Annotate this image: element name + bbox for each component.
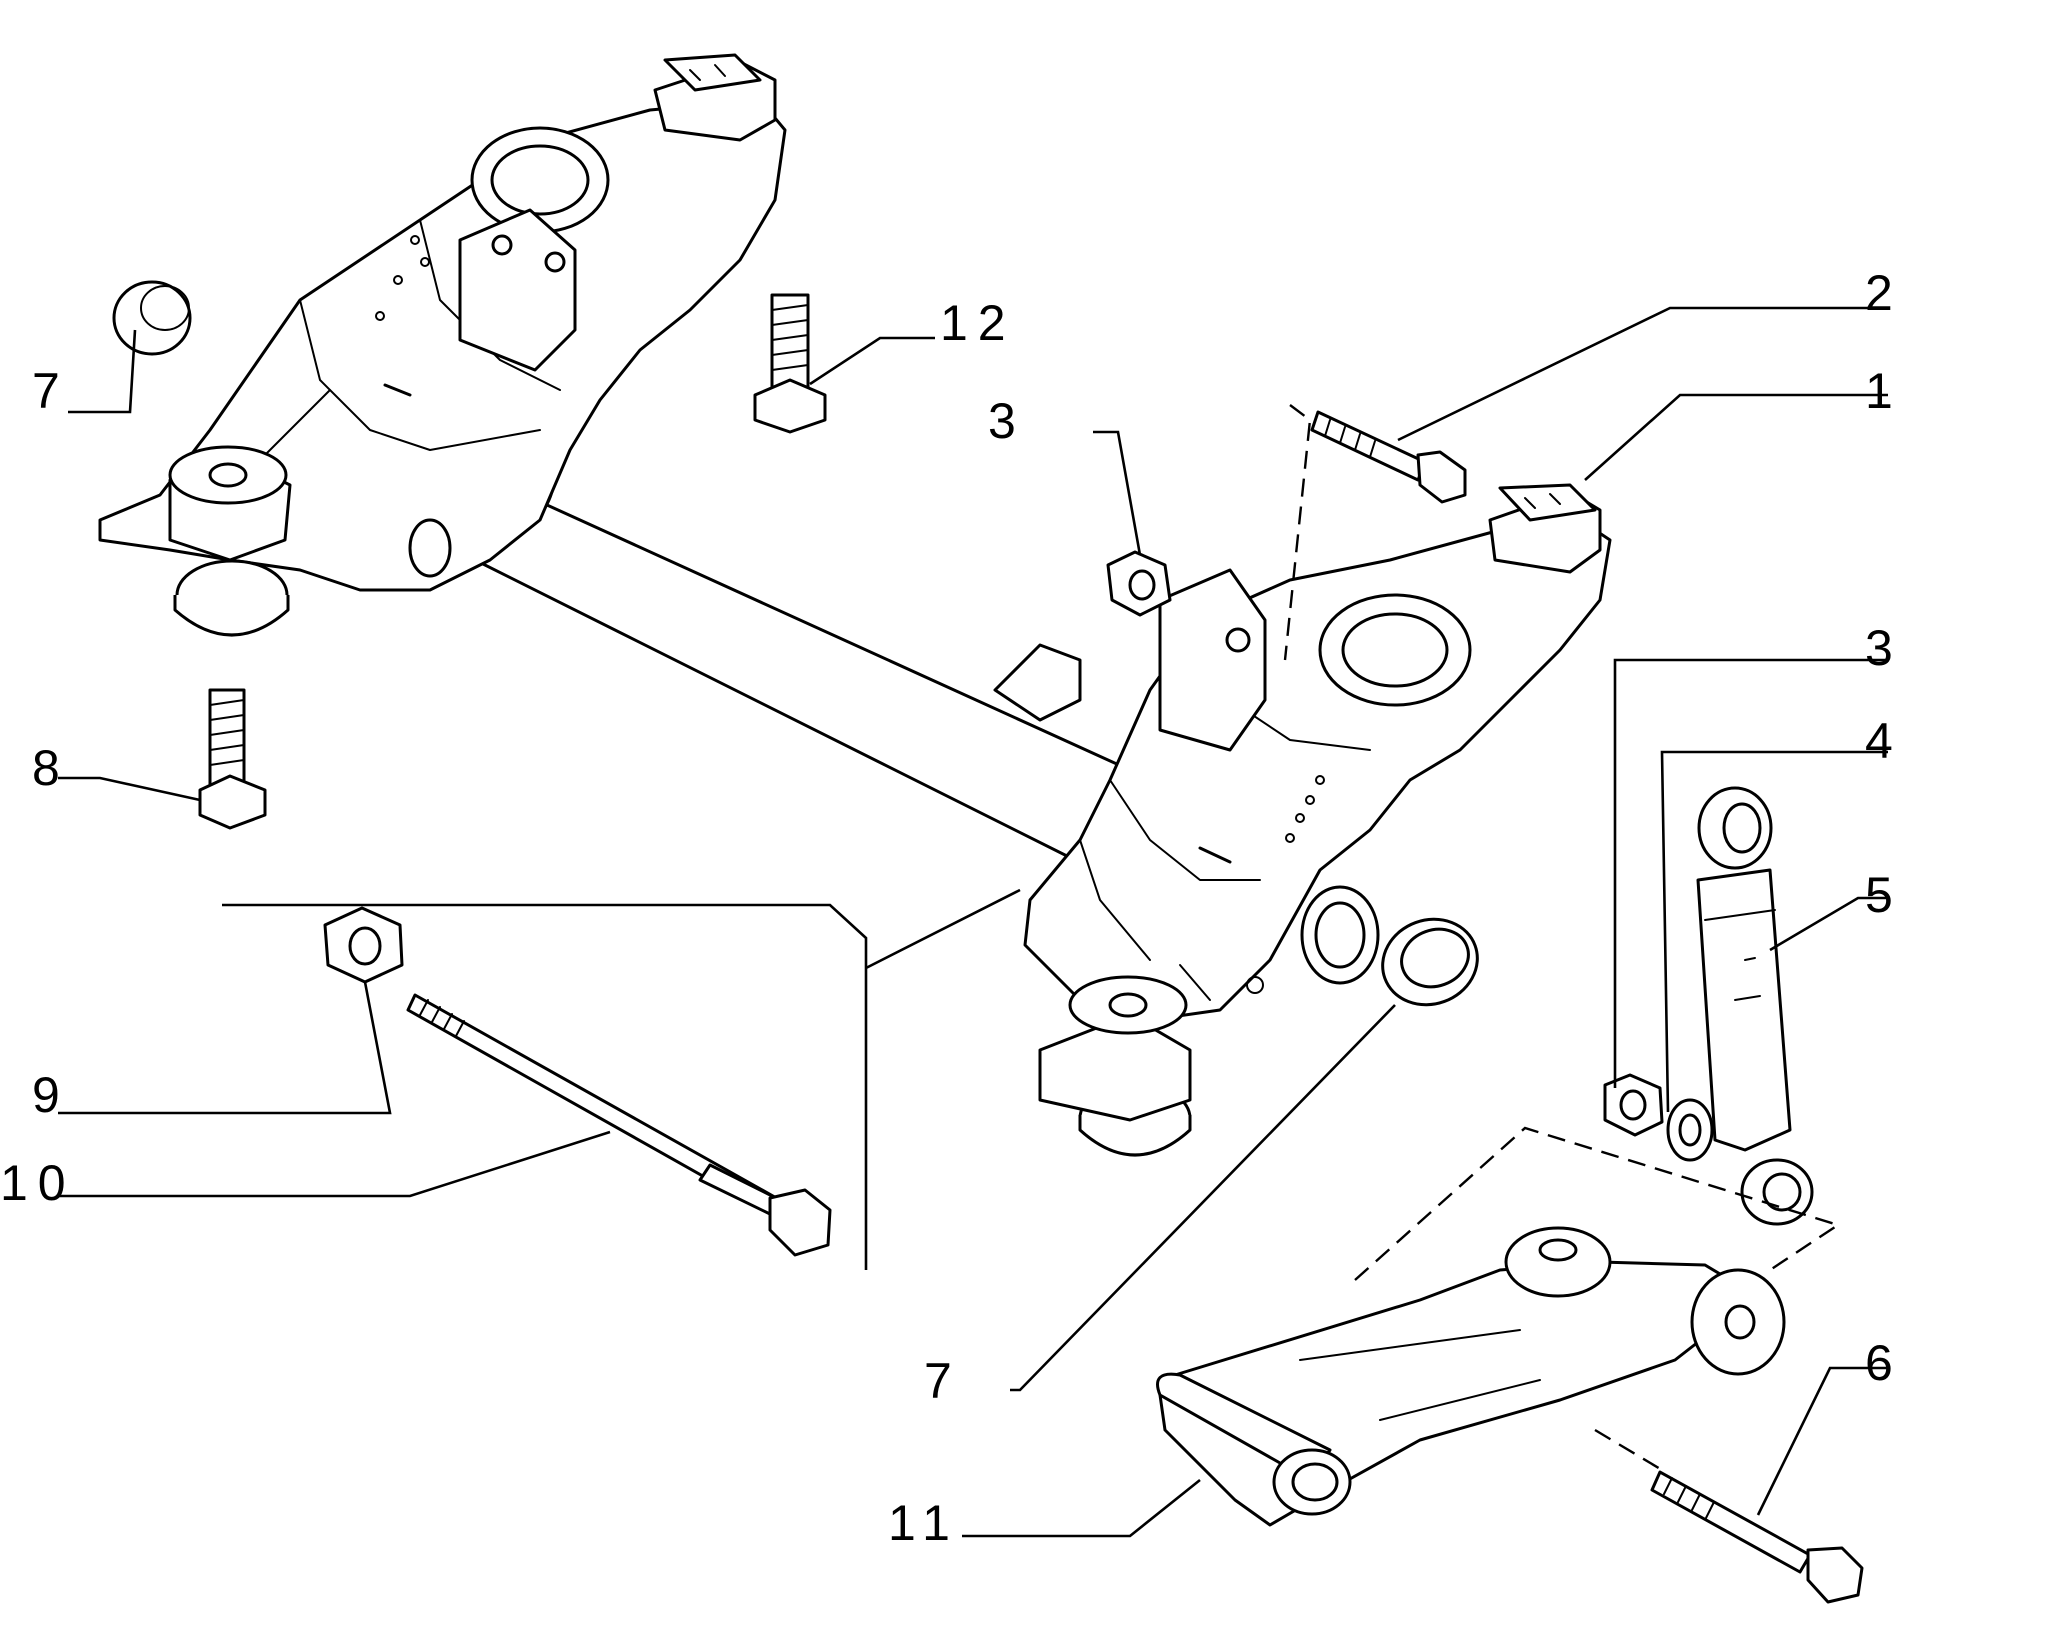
callout-3-lower: 3 [1865, 620, 1903, 676]
assembly-dash-arm [1354, 1126, 1841, 1281]
assembly-bracket-line [222, 888, 1021, 1270]
nut-part-3-lower [1603, 1073, 1664, 1137]
assembly-dash-bolt-2 [1283, 404, 1312, 661]
axle-tube [463, 408, 1132, 862]
callout-1: 1 [1865, 363, 1903, 419]
callout-2: 2 [1865, 265, 1903, 321]
bolt-part-2 [1310, 410, 1467, 504]
callout-3-upper: 3 [988, 393, 1026, 449]
callout-12: 12 [940, 295, 1016, 351]
washer-part-4 [1666, 1098, 1714, 1162]
bushing-part-7-upper [112, 280, 192, 356]
bolt-part-6 [1650, 1470, 1864, 1604]
bolt-part-12 [753, 293, 827, 434]
callout-7-upper: 7 [32, 363, 70, 419]
bolt-part-10 [406, 993, 832, 1257]
bushing-part-7-lower [1381, 917, 1479, 1007]
leader-lines [58, 306, 1888, 1538]
bolt-part-8 [198, 688, 267, 830]
right-subframe-bracket [993, 483, 1612, 1157]
assembly-dash-bolt-6 [1594, 1428, 1663, 1472]
control-arm-part-11 [1156, 1226, 1786, 1527]
callout-11: 11 [888, 1495, 960, 1551]
nut-part-3-upper [1106, 550, 1172, 617]
callout-4: 4 [1865, 713, 1903, 769]
shock-absorber-part-5 [1696, 786, 1814, 1226]
left-subframe-bracket [98, 53, 787, 637]
callout-8: 8 [32, 740, 70, 796]
callout-6: 6 [1865, 1335, 1903, 1391]
callout-9: 9 [32, 1067, 70, 1123]
callout-7-lower: 7 [924, 1353, 962, 1409]
callout-10: 10 [0, 1155, 76, 1211]
nut-part-9 [323, 906, 404, 984]
callout-5: 5 [1865, 867, 1903, 923]
